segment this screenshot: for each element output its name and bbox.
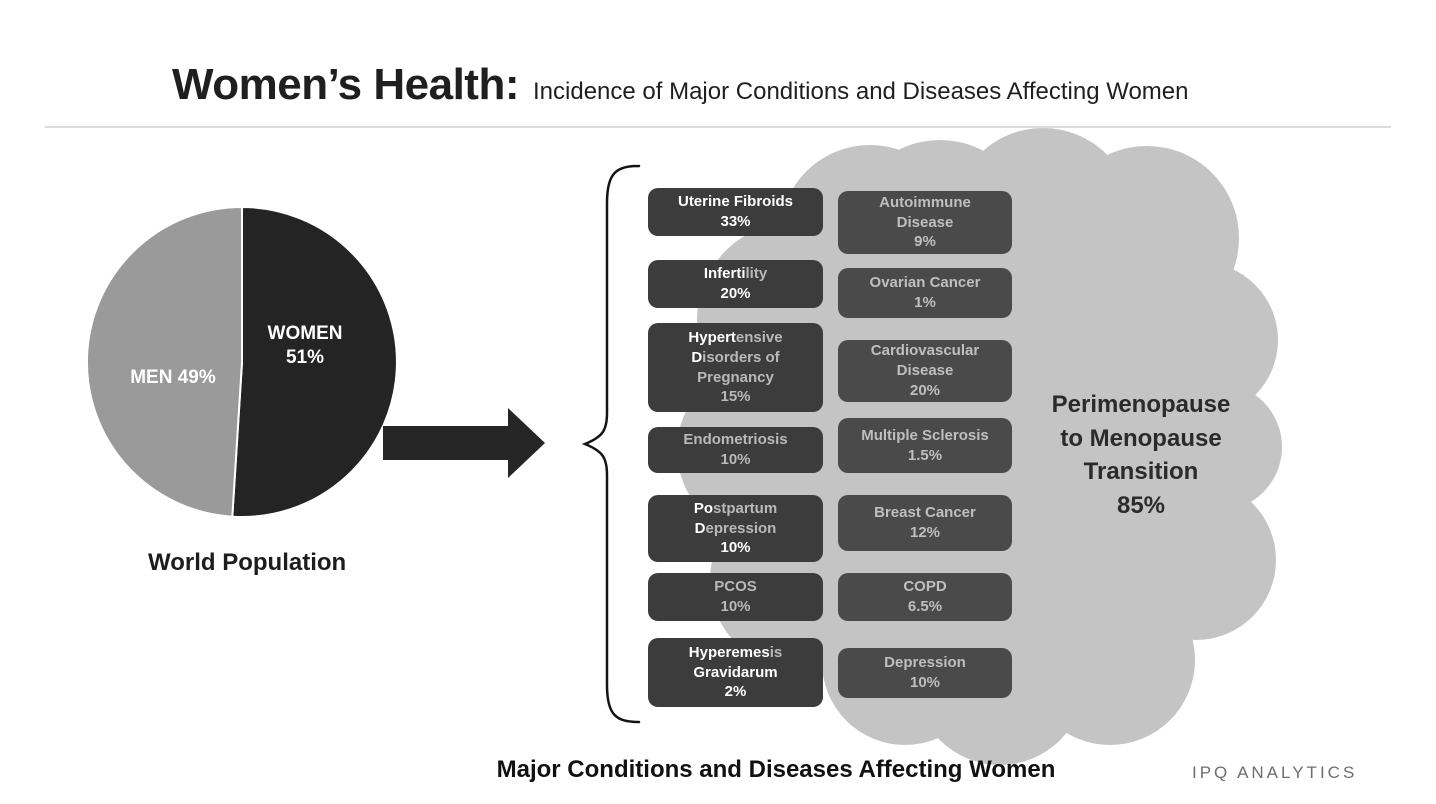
pie-label-men: MEN 49% xyxy=(130,367,216,388)
pie-label-women: WOMEN 51% xyxy=(267,323,343,368)
pie-slice-women xyxy=(231,205,398,518)
condition-box-postpartum-depression: Postpartum Depression 10% xyxy=(648,495,823,562)
condition-box-breast-cancer: Breast Cancer 12% xyxy=(838,495,1012,551)
page-subtitle: Incidence of Major Conditions and Diseas… xyxy=(533,78,1189,105)
pie-chart-svg xyxy=(85,205,398,518)
condition-box-infertility: Infertility 20% xyxy=(648,260,823,308)
header-divider xyxy=(45,126,1391,128)
condition-box-hypertensive-disorders: Hypertensive Disorders of Pregnancy 15% xyxy=(648,323,823,412)
pie-caption: World Population xyxy=(148,549,347,576)
condition-box-hyperemesis-gravidarum: Hyperemesis Gravidarum 2% xyxy=(648,638,823,707)
condition-box-copd: COPD 6.5% xyxy=(838,573,1012,621)
world-population-pie xyxy=(85,205,399,519)
condition-box-depression: Depression 10% xyxy=(838,648,1012,698)
condition-box-cardiovascular-disease: Cardiovascular Disease 20% xyxy=(838,340,1012,402)
page-title: Women’s Health: xyxy=(172,60,520,109)
condition-box-ovarian-cancer: Ovarian Cancer 1% xyxy=(838,268,1012,318)
pie-slice-men xyxy=(85,205,243,518)
condition-box-endometriosis: Endometriosis 10% xyxy=(648,427,823,473)
left-curly-brace-icon xyxy=(581,164,641,724)
condition-box-autoimmune-disease: Autoimmune Disease 9% xyxy=(838,191,1012,254)
menopause-transition-label: Perimenopause to Menopause Transition 85… xyxy=(1051,391,1231,519)
right-arrow-icon xyxy=(383,408,545,478)
brand-logo: IPQ ANALYTICS xyxy=(1192,763,1358,782)
condition-box-pcos: PCOS 10% xyxy=(648,573,823,621)
diagram-caption: Major Conditions and Diseases Affecting … xyxy=(496,756,1056,783)
condition-box-multiple-sclerosis: Multiple Sclerosis 1.5% xyxy=(838,418,1012,473)
condition-box-uterine-fibroids: Uterine Fibroids 33% xyxy=(648,188,823,236)
page-header: Women’s Health: Incidence of Major Condi… xyxy=(172,60,1188,110)
